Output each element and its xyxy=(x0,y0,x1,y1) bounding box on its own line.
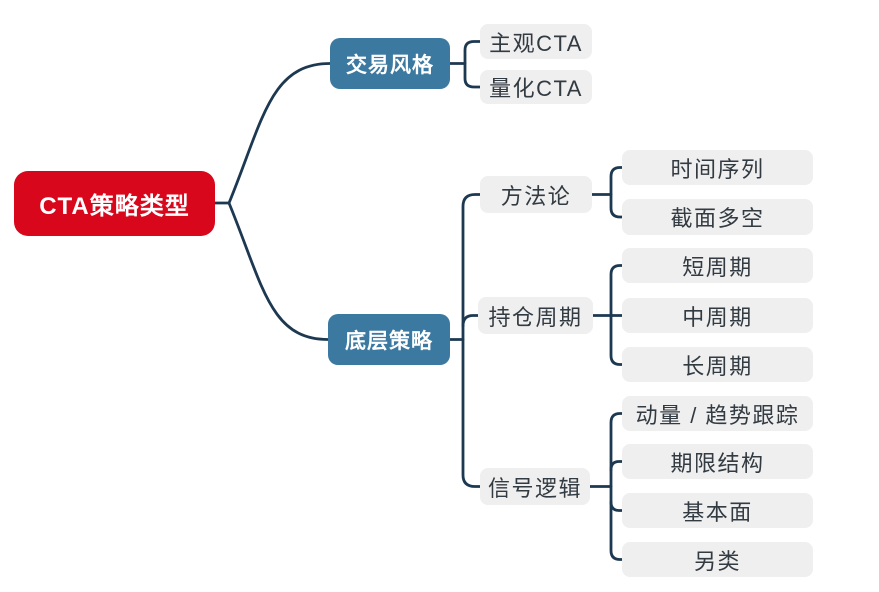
leaf-node-time-series: 时间序列 xyxy=(622,150,813,185)
connector-underlying-trunk xyxy=(461,193,482,488)
group-node-signal-logic: 信号逻辑 xyxy=(480,468,590,505)
connector-signal-logic-mid1 xyxy=(609,460,624,472)
leaf-node-momentum-trend-following: 动量 / 趋势跟踪 xyxy=(622,396,813,431)
connector-methodology-bracket xyxy=(609,166,624,219)
root-node-cta-strategy-types: CTA策略类型 xyxy=(14,171,215,236)
branch-node-trading-style: 交易风格 xyxy=(330,38,450,89)
leaf-node-short-cycle: 短周期 xyxy=(622,248,813,283)
leaf-node-long-cycle: 长周期 xyxy=(622,347,813,382)
connector-root-to-trading-style xyxy=(227,62,332,205)
connector-signal-logic-bracket xyxy=(609,412,624,561)
connector-signal-logic-mid2 xyxy=(609,500,624,512)
leaf-node-fundamentals: 基本面 xyxy=(622,493,813,528)
connector-root-to-underlying xyxy=(227,201,330,341)
connector-trunk-to-holding-period xyxy=(461,314,480,328)
connector-trading-style-bracket xyxy=(463,40,482,89)
group-node-methodology: 方法论 xyxy=(480,176,592,213)
leaf-node-cross-section-long-short: 截面多空 xyxy=(622,199,813,235)
branch-node-underlying-strategy: 底层策略 xyxy=(328,314,450,365)
leaf-node-quant-cta: 量化CTA xyxy=(480,70,592,104)
leaf-node-term-structure: 期限结构 xyxy=(622,444,813,479)
leaf-node-medium-cycle: 中周期 xyxy=(622,298,813,333)
leaf-node-subjective-cta: 主观CTA xyxy=(480,24,592,59)
leaf-node-alternative: 另类 xyxy=(622,542,813,577)
group-node-holding-period: 持仓周期 xyxy=(478,297,593,334)
